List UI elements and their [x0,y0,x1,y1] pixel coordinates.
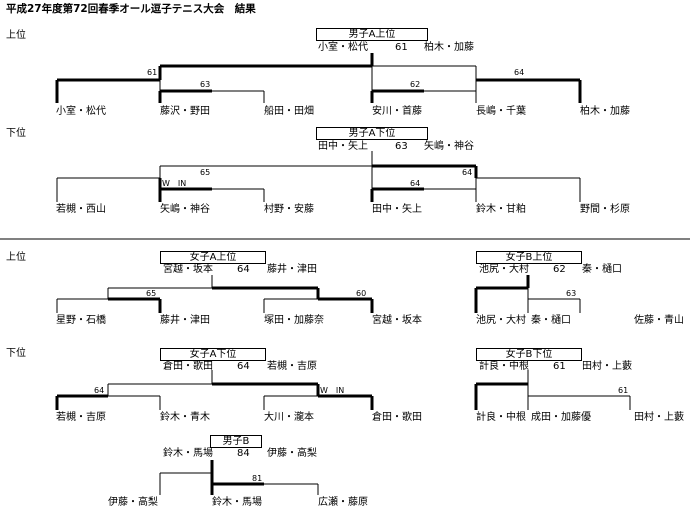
final-score: 62 [553,264,566,275]
player-pair: 秦・樋口 [531,315,571,326]
player-pair: 長嶋・千葉 [476,106,526,117]
match-score: 64 [462,168,473,177]
match-score: 60 [356,289,367,298]
final-loser: 田村・上藪 [582,361,632,372]
player-pair: 鈴木・青木 [160,412,210,423]
match-score: 65 [200,168,211,177]
bracket-header-mens-b: 男子B [210,435,262,448]
match-score: 64 [94,386,105,395]
player-pair: 星野・石橋 [56,315,106,326]
player-pair: 宮越・坂本 [372,315,422,326]
bracket-header-mens-a-upper: 男子A上位 [316,28,428,41]
final-winner: 田中・矢上 [318,141,368,152]
player-pair: 若槻・西山 [56,204,106,215]
final-winner: 倉田・歌田 [163,361,213,372]
match-score: 61 [147,68,158,77]
final-loser: 伊藤・高梨 [267,448,317,459]
final-loser: 柏木・加藤 [424,42,474,53]
page-title: 平成27年度第72回春季オール逗子テニス大会 結果 [6,3,256,15]
player-pair: 田中・矢上 [372,204,422,215]
match-score: 63 [566,289,577,298]
final-score: 84 [237,448,250,459]
section-label-lower: 下位 [6,128,26,139]
final-score: 61 [395,42,408,53]
final-winner: 計良・中根 [479,361,529,372]
player-pair: 安川・首藤 [372,106,422,117]
player-pair: 計良・中根 [476,412,526,423]
player-pair: 柏木・加藤 [580,106,630,117]
player-pair: 成田・加藤優 [531,412,591,423]
match-score: 64 [514,68,525,77]
player-pair: 小室・松代 [56,106,106,117]
player-pair: 藤井・津田 [160,315,210,326]
match-score: 65 [146,289,157,298]
player-pair: 鈴木・甘粕 [476,204,526,215]
final-score: 61 [553,361,566,372]
section-label-upper: 上位 [6,30,26,41]
match-score: 81 [252,474,263,483]
player-pair: 村野・安藤 [264,204,314,215]
player-pair: 若槻・吉原 [56,412,106,423]
section-label-lower: 下位 [6,348,26,359]
final-winner: 宮越・坂本 [163,264,213,275]
match-score: W IN [320,386,345,395]
player-pair: 佐藤・青山 [634,315,684,326]
final-winner: 小室・松代 [318,42,368,53]
player-pair: 伊藤・高梨 [108,497,158,508]
final-score: 64 [237,361,250,372]
player-pair: 鈴木・馬場 [212,497,262,508]
final-loser: 若槻・吉原 [267,361,317,372]
match-score: 63 [200,80,211,89]
player-pair: 塚田・加藤奈 [264,315,324,326]
player-pair: 船田・田畑 [264,106,314,117]
final-winner: 池尻・大村 [479,264,529,275]
bracket-header-womens-b-lower: 女子B下位 [476,348,582,361]
player-pair: 野間・杉原 [580,204,630,215]
match-score: 62 [410,80,421,89]
player-pair: 藤沢・野田 [160,106,210,117]
bracket-header-womens-a-lower: 女子A下位 [160,348,266,361]
player-pair: 倉田・歌田 [372,412,422,423]
final-loser: 藤井・津田 [267,264,317,275]
final-loser: 矢嶋・神谷 [424,141,474,152]
player-pair: 池尻・大村 [476,315,526,326]
final-winner: 鈴木・馬場 [163,448,213,459]
final-score: 64 [237,264,250,275]
section-label-upper: 上位 [6,252,26,263]
player-pair: 広瀬・藤原 [318,497,368,508]
match-score: W IN [162,179,187,188]
player-pair: 田村・上藪 [634,412,684,423]
match-score: 61 [618,386,629,395]
bracket-header-mens-a-lower: 男子A下位 [316,127,428,140]
bracket-header-womens-b-upper: 女子B上位 [476,251,582,264]
bracket-header-womens-a-upper: 女子A上位 [160,251,266,264]
player-pair: 矢嶋・神谷 [160,204,210,215]
final-score: 63 [395,141,408,152]
final-loser: 秦・樋口 [582,264,622,275]
player-pair: 大川・瀧本 [264,412,314,423]
match-score: 64 [410,179,421,188]
